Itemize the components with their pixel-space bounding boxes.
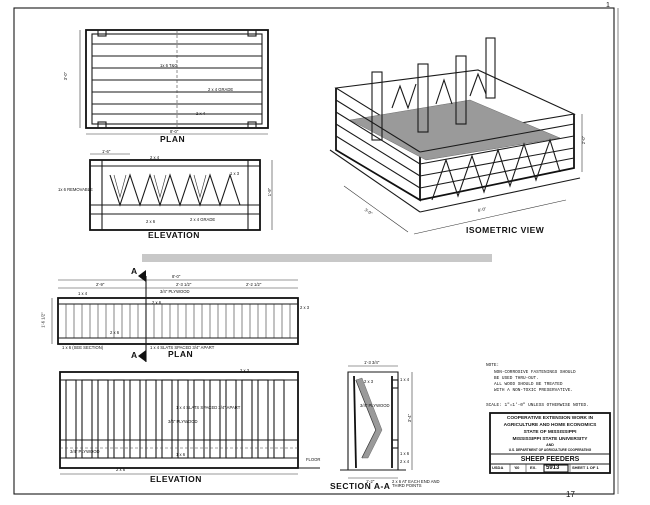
callout-plan-1x6-tg: 1x 6 T&G [160, 63, 178, 68]
callout-pb-2x6: 2 x 6 [152, 300, 162, 305]
dim-section-top: 1'-3 3/4" [364, 360, 380, 365]
callout-pb-2x6-b: 2 x 6 [110, 330, 120, 335]
margin-mark-top: 1 [606, 2, 610, 9]
tb-line5: AND [546, 443, 554, 447]
plan-view-top [79, 29, 269, 135]
plan-top-title: PLAN [160, 134, 186, 144]
section-title: SECTION A-A [330, 481, 391, 491]
tb-ex-label: EX. [530, 465, 537, 470]
callout-sec-2x4: 2 x 4 [400, 459, 410, 464]
callout-eb-2x6: 2 x 6 [116, 467, 126, 472]
plan-bottom-title: PLAN [168, 349, 194, 359]
dim-iso-height: 2'-0" [581, 135, 587, 145]
isometric-view [329, 37, 583, 235]
callout-elev-1x3: 1 x 3 [230, 171, 240, 176]
note-line: WITH A NON-TOXIC PRESERVATIVE. [494, 388, 574, 393]
callout-elev-2x4-grade: 2 x 4 GRADE [190, 217, 216, 222]
tb-line4: MISSISSIPPI STATE UNIVERSITY [512, 437, 588, 442]
elevation-view-bottom [59, 371, 320, 475]
tb-project-title: SHEEP FEEDERS [520, 456, 580, 463]
dim-plan-top-height: 3'-0" [63, 71, 69, 81]
margin-mark-bottom: 17 [566, 490, 575, 499]
dim-section-height: 3'-4" [407, 413, 413, 423]
notes-heading: NOTE: [486, 363, 500, 368]
callout-sec-plywood: 3/4" PLYWOOD [360, 403, 390, 408]
plan-view-bottom [51, 270, 299, 362]
callout-eb-plywood-b: 3/4" PLYWOOD [70, 449, 100, 454]
callout-elev-2x4: 2 x 4 [150, 155, 160, 160]
dim-elev-top-height: 1'-9" [267, 187, 273, 197]
callout-plan-2x4-grade: 2 x 4 GRADE [208, 87, 234, 92]
callout-eb-2x3: 2 x 3 [240, 368, 250, 373]
tb-plan-number: 5913 [546, 465, 560, 471]
section-a-a [340, 365, 413, 479]
scale-note: SCALE: 1"=1'-0" UNLESS OTHERWISE NOTED. [486, 403, 589, 408]
elevation-bottom-title: ELEVATION [150, 474, 202, 484]
callout-sec-1x4: 1 x 4 [400, 377, 410, 382]
callout-elev-1x6-removable: 1x 6 REMOVABLE [58, 187, 93, 192]
dim-plan-bot-b: 2'-3 1/2" [176, 282, 192, 287]
callout-eb-slats: 1 x 4 SLATS SPACED 3/4" APART [176, 405, 241, 410]
dim-plan-bot-height: 1'-6 1/2" [40, 312, 46, 328]
dim-plan-bot-a: 2'-9" [96, 282, 105, 287]
callout-eb-1x6: 1 x 6 [176, 452, 186, 457]
tb-year: '60 [514, 465, 520, 470]
callout-sec-1x6: 1 x 6 [400, 451, 410, 456]
callout-elev-2x6: 2 x 6 [146, 219, 156, 224]
callout-sec-ends: 2 x 6 AT EACH END AND THIRD POINTS [392, 479, 440, 489]
tb-agency: USDA [492, 465, 504, 470]
callout-pb-1x6-see-section: 1 x 6 (SEE SECTION) [62, 345, 104, 350]
dim-elev-top-width: 1'-6" [102, 149, 111, 154]
section-mark-bottom: A [131, 350, 138, 360]
note-line: NON-CORROSIVE FASTENINGS SHOULD [494, 370, 576, 375]
callout-pb-plywood: 3/4" PLYWOOD [160, 289, 190, 294]
callout-pb-slats: 1 x 4 SLATS SPACED 3/4" APART [150, 345, 215, 350]
note-line: ALL WOOD SHOULD BE TREATED [494, 382, 563, 387]
callout-pb-1x4: 1 x 4 [78, 291, 88, 296]
drawing-cut-band [142, 254, 492, 262]
note-line: BE USED THRU-OUT. [494, 376, 539, 381]
dim-section-base: 1'-2" [366, 479, 375, 484]
sheet-border [13, 7, 615, 495]
elevation-top-title: ELEVATION [148, 230, 200, 240]
dim-plan-top-width: 8'-0" [170, 129, 179, 134]
elevation-view-top [89, 153, 273, 231]
callout-sec-2x3: 2 x 3 [364, 379, 374, 384]
tb-line1: COOPERATIVE EXTENSION WORK IN [506, 416, 594, 421]
tb-line6: U.S. DEPARTMENT OF AGRICULTURE COOPERATI… [508, 448, 592, 452]
title-block [489, 412, 611, 474]
dim-plan-bot-c: 2'-2 1/2" [246, 282, 262, 287]
tb-sheet: SHEET 1 OF 1 [572, 465, 599, 470]
dim-plan-bot-total: 8'-0" [172, 274, 181, 279]
section-mark-top: A [131, 266, 138, 276]
tb-line3: STATE OF MISSISSIPPI [523, 430, 577, 435]
callout-plan-2x4: 2 x 4 [196, 111, 206, 116]
callout-eb-floor: FLOOR [306, 457, 321, 462]
isometric-title: ISOMETRIC VIEW [466, 225, 545, 235]
tb-line2: AGRICULTURE AND HOME ECONOMICS [503, 423, 597, 428]
callout-pb-2x3: 2 x 3 [300, 305, 310, 310]
callout-eb-plywood: 3/4" PLYWOOD [168, 419, 198, 424]
